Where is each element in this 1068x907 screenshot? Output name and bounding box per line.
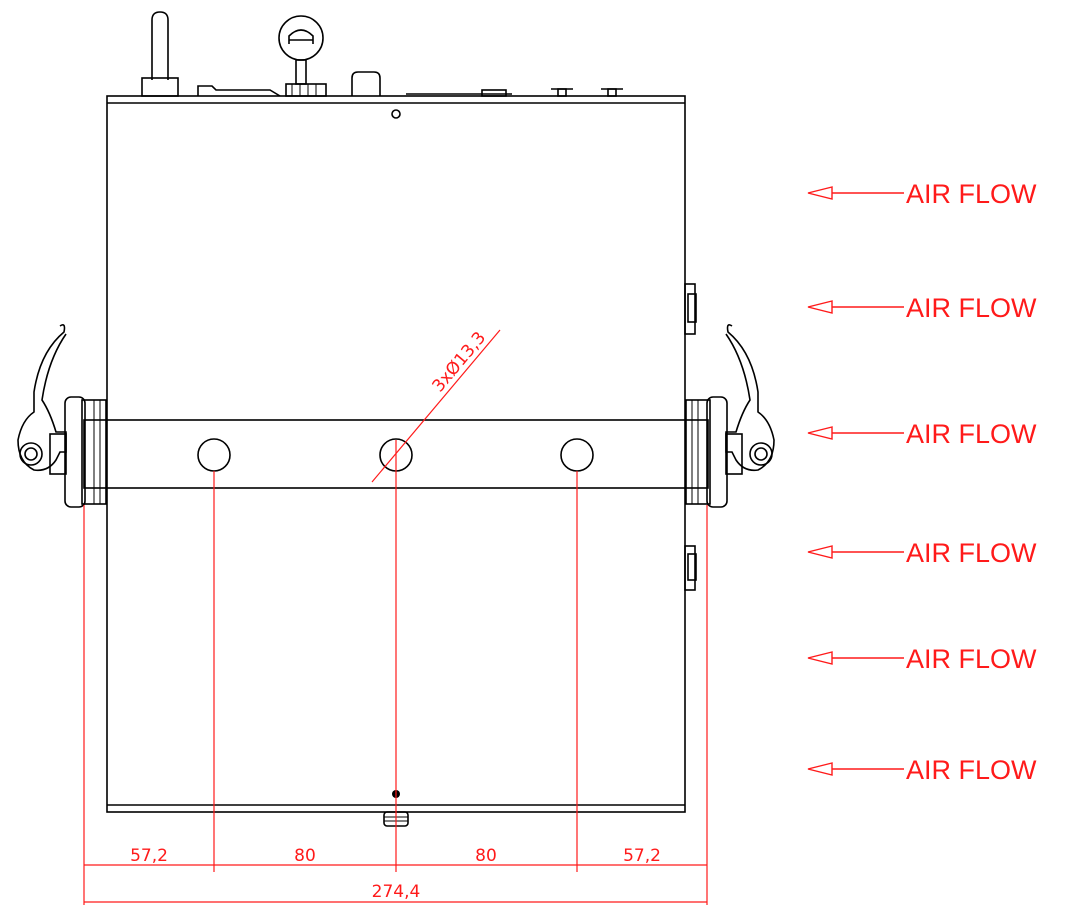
airflow-arrow-icon	[807, 426, 904, 440]
dim-hole-spacing-2: 80	[475, 846, 497, 866]
airflow-label: AIR FLOW	[906, 644, 1037, 674]
dim-hole-spacing-1: 80	[294, 846, 316, 866]
antenna-base	[141, 77, 179, 97]
key-switch	[278, 15, 327, 97]
end-cap-left	[64, 396, 107, 508]
pin-left	[551, 88, 573, 97]
dimension-row-1: 57,2 80 80 57,2	[84, 846, 707, 866]
top-plate-tab	[481, 89, 507, 97]
connector	[197, 85, 281, 97]
side-bracket-lower	[684, 510, 697, 591]
dimension-row-2: 274,4	[84, 882, 707, 903]
airflow-arrow-icon	[807, 762, 904, 776]
dim-right-offset: 57,2	[623, 846, 661, 866]
airflow-indicator: AIR FLOW	[807, 538, 1037, 568]
airflow-indicator: AIR FLOW	[807, 293, 1037, 323]
clamp-lever-left	[17, 324, 67, 475]
mount-hole-right	[560, 438, 594, 472]
side-bracket-upper	[684, 283, 697, 390]
mount-hole-left	[197, 438, 231, 472]
airflow-arrow-icon	[807, 300, 904, 314]
dim-left-offset: 57,2	[130, 846, 168, 866]
housing	[106, 95, 697, 827]
extension-lines	[83, 440, 708, 905]
top-controls	[141, 11, 623, 97]
top-screw	[391, 109, 401, 119]
airflow-label: AIR FLOW	[906, 179, 1037, 209]
airflow-label: AIR FLOW	[906, 419, 1037, 449]
airflow-arrow-icon	[807, 186, 904, 200]
hole-callout-text: 3xØ13,3	[429, 328, 491, 396]
airflow-label: AIR FLOW	[906, 538, 1037, 568]
knob	[351, 71, 381, 96]
airflow-indicator: AIR FLOW	[807, 179, 1037, 209]
airflow-label: AIR FLOW	[906, 755, 1037, 785]
airflow-arrows: AIR FLOW AIR FLOW AIR FLOW AIR FLOW AIR FLOW…	[807, 179, 1037, 785]
airflow-indicator: AIR FLOW	[807, 644, 1037, 674]
end-cap-right	[685, 396, 728, 508]
clamp-lever-right	[725, 324, 775, 475]
airflow-arrow-icon	[807, 545, 904, 559]
dim-overall-width: 274,4	[372, 882, 421, 902]
airflow-indicator: AIR FLOW	[807, 419, 1037, 449]
airflow-indicator: AIR FLOW	[807, 755, 1037, 785]
airflow-arrow-icon	[807, 651, 904, 665]
airflow-label: AIR FLOW	[906, 293, 1037, 323]
antenna	[151, 11, 169, 80]
hole-callout: 3xØ13,3	[371, 328, 501, 483]
pin-right	[601, 88, 623, 97]
